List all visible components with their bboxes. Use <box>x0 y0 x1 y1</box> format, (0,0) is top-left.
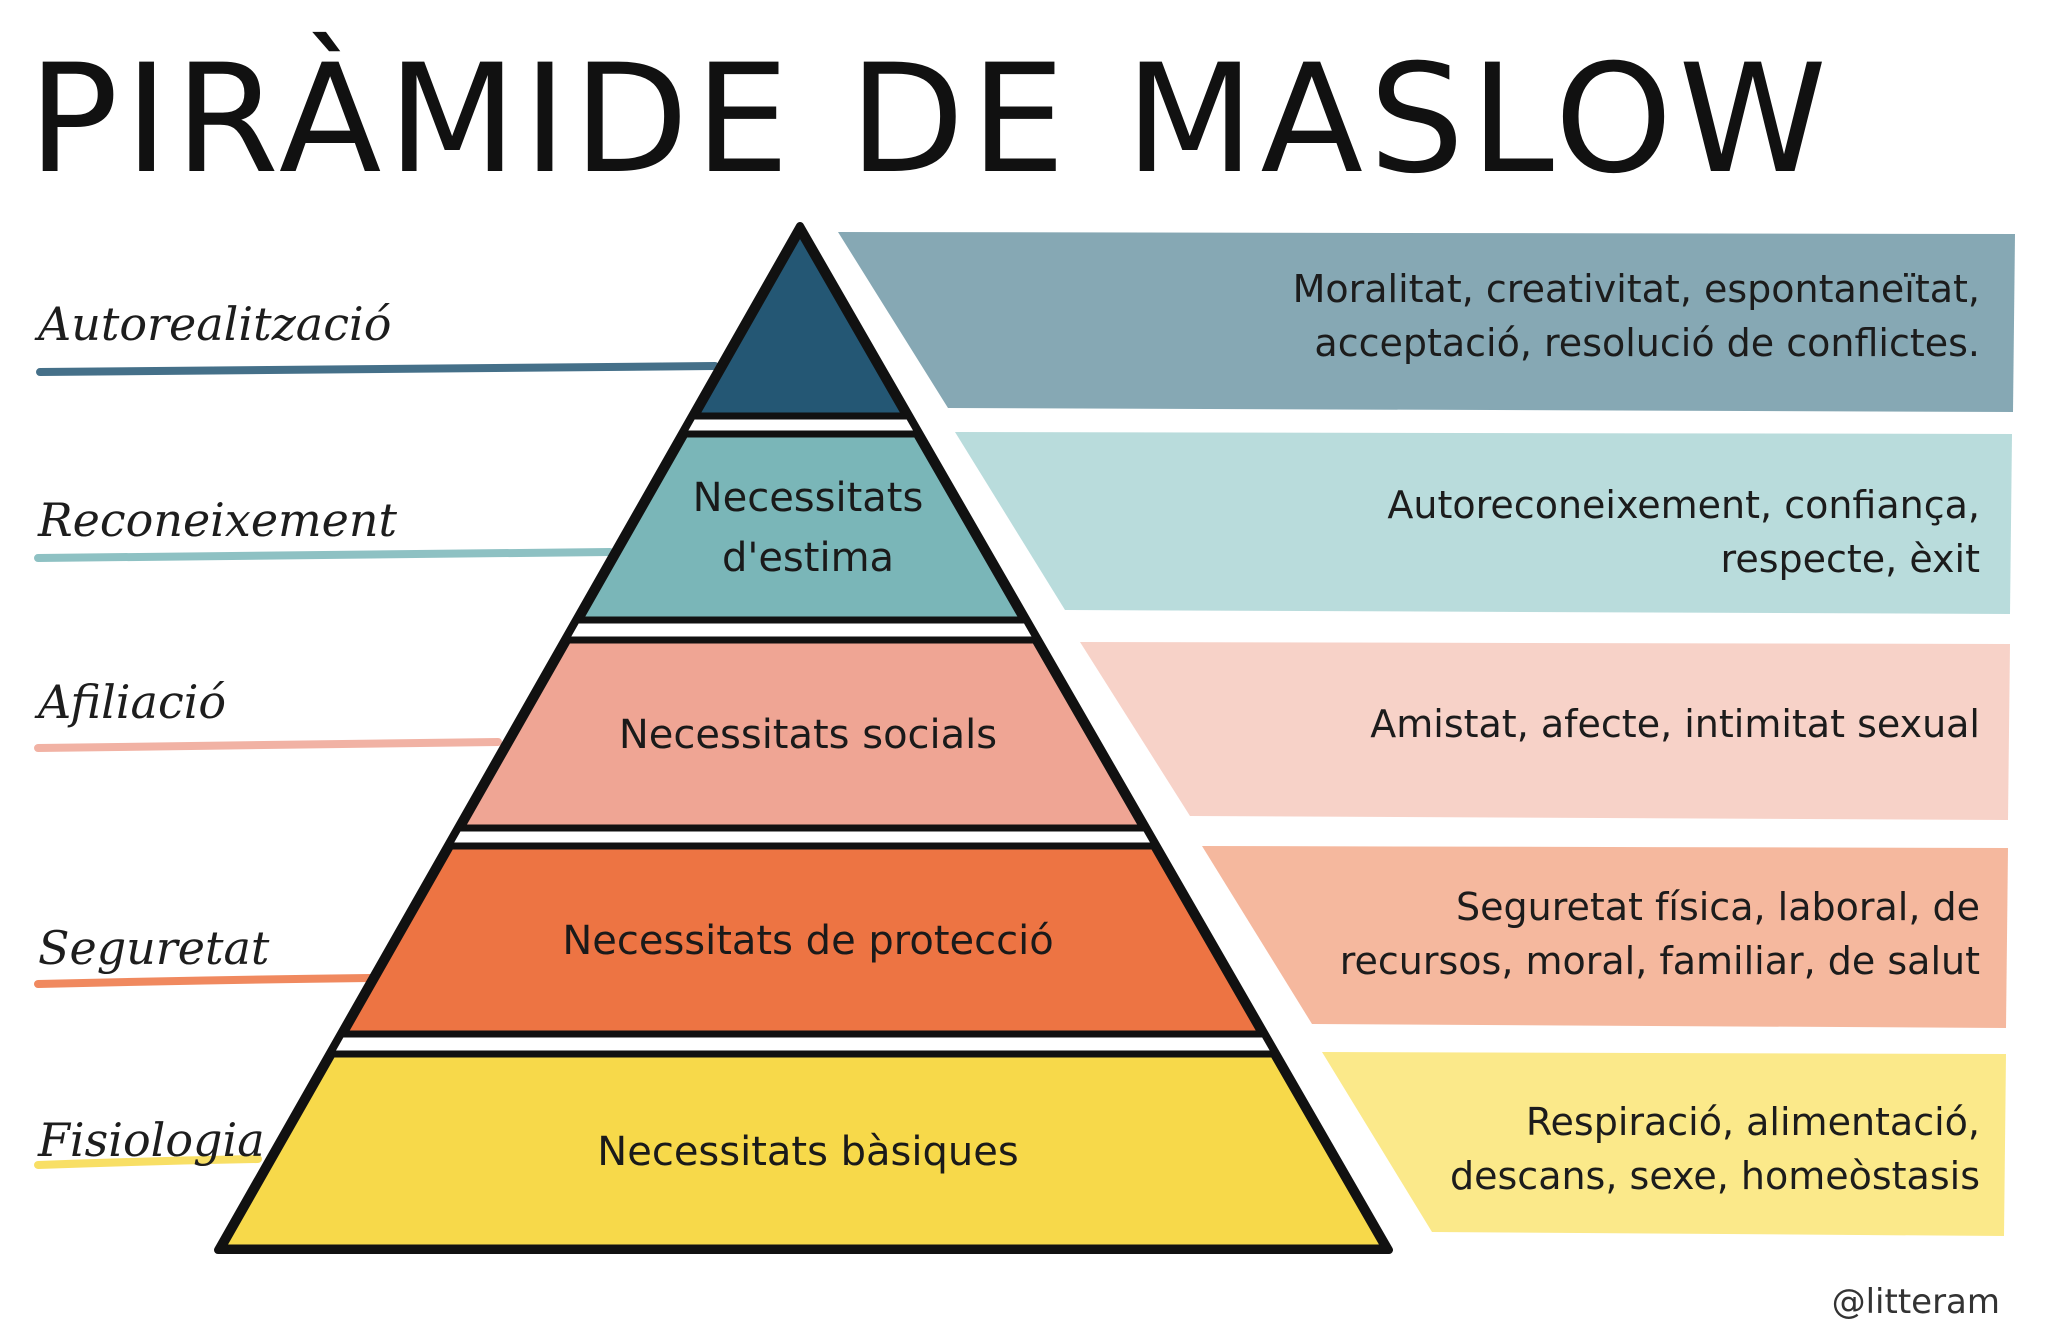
leader-line-basiques <box>34 1155 262 1169</box>
side-label-reconeixement: Reconeixement <box>38 493 397 547</box>
pyramid-level-estima <box>575 430 1027 624</box>
level-description-proteccio: Seguretat física, laboral, de recursos, … <box>1339 885 1980 983</box>
leader-line-socials <box>34 738 502 752</box>
level-description-socials: Amistat, afecte, intimitat sexual <box>1370 702 1980 746</box>
pyramid-label-proteccio: Necessitats de protecció <box>562 918 1053 964</box>
pyramid-label-basiques: Necessitats bàsiques <box>597 1129 1018 1175</box>
level-description-autorealitzacio: Moralitat, creativitat, espontaneïtat, a… <box>1292 267 1980 365</box>
level-panel-socials <box>1080 642 2010 820</box>
side-label-afiliacio: Afiliació <box>38 675 227 729</box>
level-panel-autorealitzacio <box>838 232 2015 412</box>
level-description-basiques: Respiració, alimentació, descans, sexe, … <box>1450 1100 1980 1198</box>
level-panel-proteccio <box>1202 846 2008 1028</box>
leader-line-proteccio <box>34 974 374 988</box>
author-credit: @litteram <box>1831 1282 2000 1322</box>
level-panel-basiques <box>1322 1052 2006 1236</box>
pyramid-label-socials: Necessitats socials <box>619 712 997 758</box>
leader-line-estima <box>34 548 614 562</box>
pyramid-outline <box>214 222 1393 1254</box>
level-description-estima: Autoreconeixement, confiança, respecte, … <box>1387 483 1980 581</box>
side-label-seguretat: Seguretat <box>38 921 270 975</box>
leader-line-autorealitzacio <box>36 362 719 376</box>
level-panel-estima <box>955 432 2012 614</box>
side-label-fisiologia: Fisiologia <box>38 1113 265 1167</box>
side-label-autorealitzacio: Autorealització <box>38 297 392 351</box>
